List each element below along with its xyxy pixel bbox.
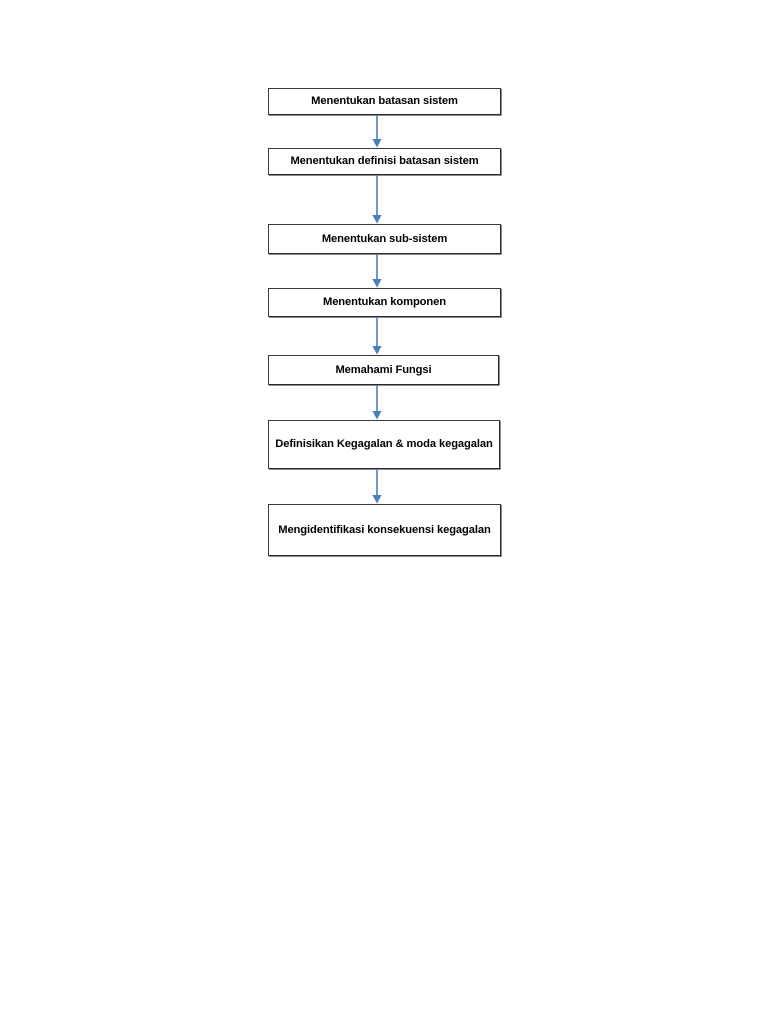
flowchart-node-5-label: Memahami Fungsi: [335, 363, 432, 376]
flowchart-arrow-1-2: [369, 115, 385, 148]
flowchart-node-3[interactable]: Menentukan sub-sistem: [268, 224, 501, 254]
flowchart-arrow-2-3: [369, 175, 385, 224]
flowchart-node-4-label: Menentukan komponen: [322, 296, 447, 308]
arrow-head: [372, 215, 382, 224]
arrow-head: [372, 279, 382, 288]
flowchart-node-2-label: Menentukan definisi batasan sistem: [290, 155, 479, 167]
arrow-head: [372, 346, 382, 355]
flowchart-node-1-label: Menentukan batasan sistem: [311, 95, 458, 107]
flowchart-node-5[interactable]: Memahami Fungsi: [268, 355, 499, 385]
flowchart-node-2[interactable]: Menentukan definisi batasan sistem: [268, 148, 501, 175]
flowchart-node-7-label: Mengidentifikasi konsekuensi kegagalan: [278, 523, 491, 536]
arrow-head: [372, 411, 382, 420]
flowchart-node-1[interactable]: Menentukan batasan sistem: [268, 88, 501, 115]
flowchart-arrow-3-4: [369, 254, 385, 288]
arrow-head: [372, 495, 382, 504]
arrow-head: [372, 139, 382, 148]
flowchart-node-6-label: Definisikan Kegagalan & moda kegagalan: [275, 438, 493, 450]
flowchart-node-6[interactable]: Definisikan Kegagalan & moda kegagalan: [268, 420, 500, 469]
flowchart-node-3-label: Menentukan sub-sistem: [321, 232, 448, 245]
flowchart-arrow-6-7: [369, 469, 385, 504]
flowchart-arrow-4-5: [369, 317, 385, 355]
flowchart-arrow-5-6: [369, 385, 385, 420]
flowchart-node-4[interactable]: Menentukan komponen: [268, 288, 501, 317]
flowchart-node-7[interactable]: Mengidentifikasi konsekuensi kegagalan: [268, 504, 501, 556]
